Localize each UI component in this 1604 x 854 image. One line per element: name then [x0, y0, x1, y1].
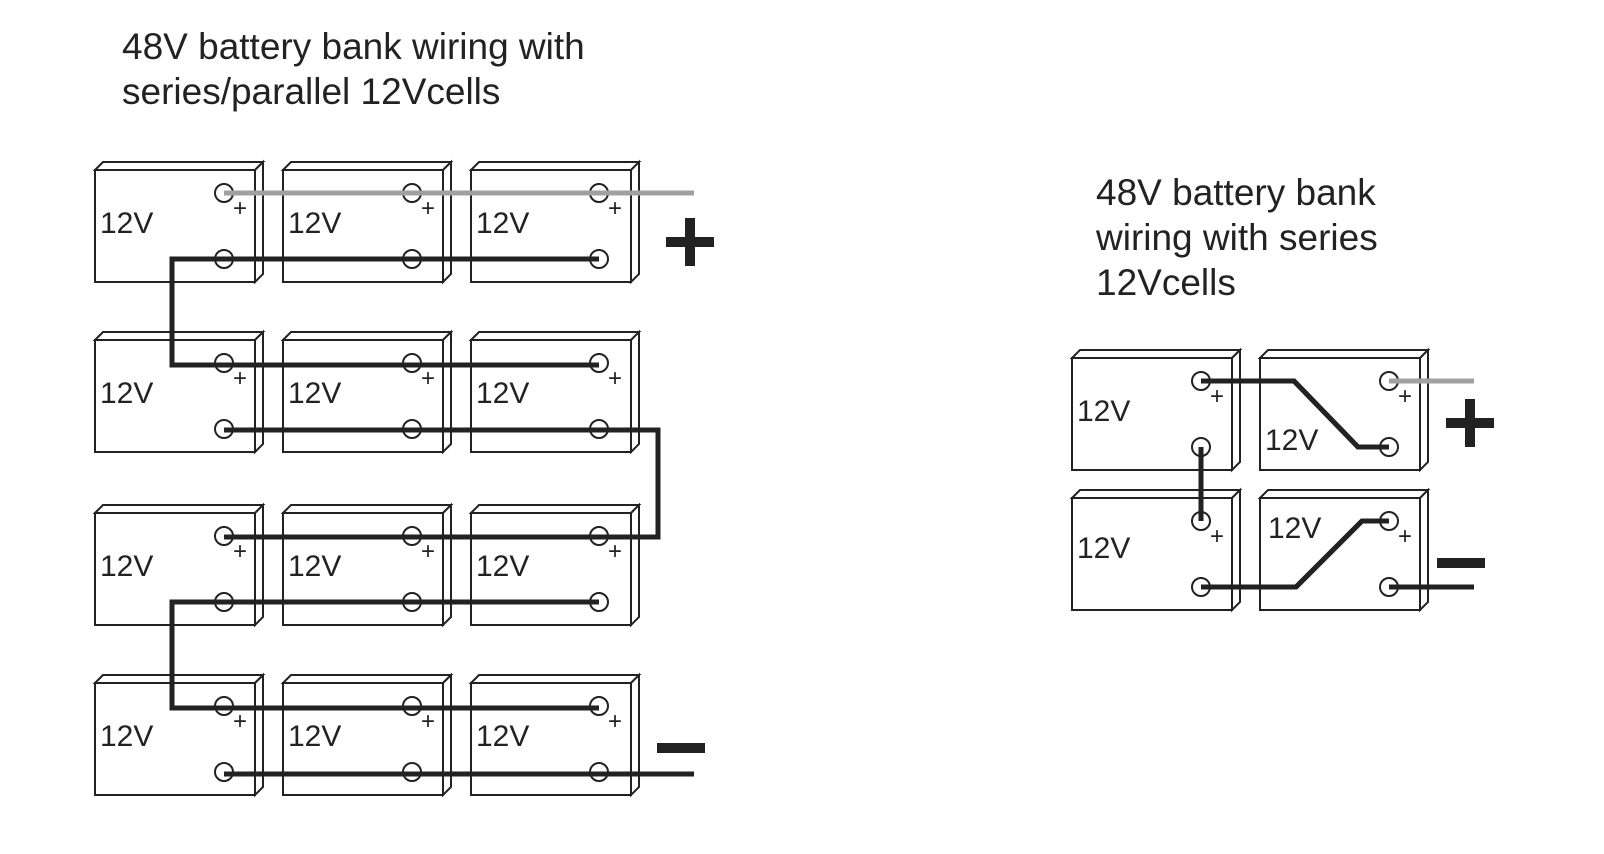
cell-voltage-label: 12V — [288, 720, 341, 753]
minus-bar — [1437, 558, 1485, 568]
battery-top-face — [1257, 489, 1431, 499]
series-title: 48V battery bank wiring with series 12Vc… — [1096, 172, 1378, 303]
output-positive-sign — [1446, 399, 1494, 447]
battery-top-face — [468, 161, 642, 171]
terminal-plus-sign: + — [608, 365, 622, 392]
terminal-plus-sign: + — [608, 195, 622, 222]
terminal-plus-sign: + — [421, 708, 435, 735]
minus-bar — [657, 743, 705, 753]
battery-cell: 12V — [468, 502, 642, 628]
battery-top-face — [92, 504, 266, 514]
output-negative-sign — [657, 743, 705, 753]
plus-vertical-bar — [1465, 399, 1475, 447]
cell-voltage-label: 12V — [288, 377, 341, 410]
cell-voltage-label: 12V — [476, 377, 529, 410]
battery-cell: 12V — [468, 672, 642, 798]
cell-voltage-label: 12V — [1265, 424, 1318, 457]
cell-voltage-label: 12V — [100, 550, 153, 583]
series-link-wire — [1201, 378, 1389, 450]
cell-voltage-label: 12V — [1268, 512, 1321, 545]
battery-cell: 12V — [92, 329, 266, 455]
terminal-plus-sign: + — [608, 708, 622, 735]
battery-side-face — [254, 159, 264, 285]
battery-side-face — [1231, 347, 1241, 473]
series-link-wire — [224, 427, 661, 540]
cell-voltage-label: 12V — [476, 207, 529, 240]
battery-side-face — [630, 672, 640, 798]
battery-cell: 12V — [280, 329, 454, 455]
series-parallel-title: 48V battery bank wiring with series/para… — [122, 26, 585, 112]
terminal-plus-sign: + — [233, 538, 247, 565]
battery-side-face — [254, 672, 264, 798]
terminal-plus-sign: + — [233, 195, 247, 222]
battery-side-face — [254, 502, 264, 628]
battery-cell: 12V — [280, 502, 454, 628]
cell-voltage-label: 12V — [1077, 395, 1130, 428]
cell-voltage-label: 12V — [100, 377, 153, 410]
terminal-plus-sign: + — [1210, 383, 1224, 410]
battery-top-face — [280, 674, 454, 684]
terminal-plus-sign: + — [1210, 523, 1224, 550]
battery-top-face — [280, 331, 454, 341]
battery-cell: 12V — [92, 672, 266, 798]
battery-top-face — [92, 674, 266, 684]
terminal-plus-sign: + — [233, 708, 247, 735]
battery-side-face — [1419, 487, 1429, 613]
battery-side-face — [630, 502, 640, 628]
series-link-wire — [169, 256, 599, 368]
terminal-plus-sign: + — [1398, 383, 1412, 410]
battery-side-face — [630, 159, 640, 285]
battery-top-face — [280, 504, 454, 514]
battery-cell: 12V — [280, 672, 454, 798]
series-link-wire — [169, 599, 599, 711]
cell-voltage-label: 12V — [288, 550, 341, 583]
battery-top-face — [280, 161, 454, 171]
battery-side-face — [254, 329, 264, 455]
battery-cell: 12V — [468, 329, 642, 455]
battery-cell: 12V — [92, 502, 266, 628]
terminal-plus-sign: + — [608, 538, 622, 565]
battery-cell: 12V — [280, 159, 454, 285]
battery-side-face — [1419, 347, 1429, 473]
battery-cell: 12V — [1257, 487, 1431, 613]
battery-cell: 12V — [1069, 487, 1243, 613]
battery-top-face — [468, 331, 642, 341]
terminal-plus-sign: + — [421, 195, 435, 222]
cell-voltage-label: 12V — [100, 207, 153, 240]
battery-cell: 12V — [1257, 347, 1431, 473]
cell-voltage-label: 12V — [288, 207, 341, 240]
battery-side-face — [442, 329, 452, 455]
series-link-wire — [1201, 518, 1389, 590]
battery-cell: 12V — [468, 159, 642, 285]
battery-side-face — [442, 502, 452, 628]
battery-top-face — [92, 161, 266, 171]
battery-top-face — [468, 674, 642, 684]
battery-side-face — [442, 672, 452, 798]
output-negative-sign — [1437, 558, 1485, 568]
plus-vertical-bar — [685, 218, 695, 266]
terminal-plus-sign: + — [421, 538, 435, 565]
battery-top-face — [92, 331, 266, 341]
cell-voltage-label: 12V — [1077, 532, 1130, 565]
terminal-plus-sign: + — [421, 365, 435, 392]
battery-top-face — [1069, 489, 1243, 499]
battery-top-face — [1069, 349, 1243, 359]
output-positive-sign — [666, 218, 714, 266]
cell-voltage-label: 12V — [100, 720, 153, 753]
terminal-plus-sign: + — [233, 365, 247, 392]
terminal-plus-sign: + — [1398, 523, 1412, 550]
battery-top-face — [468, 504, 642, 514]
cell-voltage-label: 12V — [476, 720, 529, 753]
battery-side-face — [630, 329, 640, 455]
battery-cell: 12V — [1069, 347, 1243, 473]
battery-top-face — [1257, 349, 1431, 359]
battery-cell: 12V — [92, 159, 266, 285]
battery-side-face — [1231, 487, 1241, 613]
battery-side-face — [442, 159, 452, 285]
cell-voltage-label: 12V — [476, 550, 529, 583]
